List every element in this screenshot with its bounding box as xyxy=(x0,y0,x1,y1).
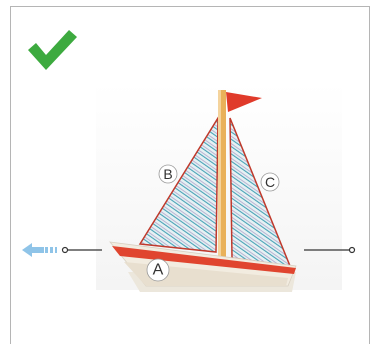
label-c: C xyxy=(260,172,280,192)
svg-text:C: C xyxy=(265,174,275,190)
label-b: B xyxy=(158,164,178,184)
flag xyxy=(226,92,262,112)
left-rope-line xyxy=(61,246,102,254)
hull-stripe xyxy=(112,246,296,274)
left-arrow-icon xyxy=(22,243,57,257)
mast xyxy=(218,90,226,260)
svg-text:A: A xyxy=(153,262,164,279)
left-sail xyxy=(138,115,219,253)
right-rope-line xyxy=(304,246,356,254)
label-a: A xyxy=(146,258,170,282)
checkmark-icon xyxy=(28,30,77,70)
svg-text:B: B xyxy=(163,166,172,182)
